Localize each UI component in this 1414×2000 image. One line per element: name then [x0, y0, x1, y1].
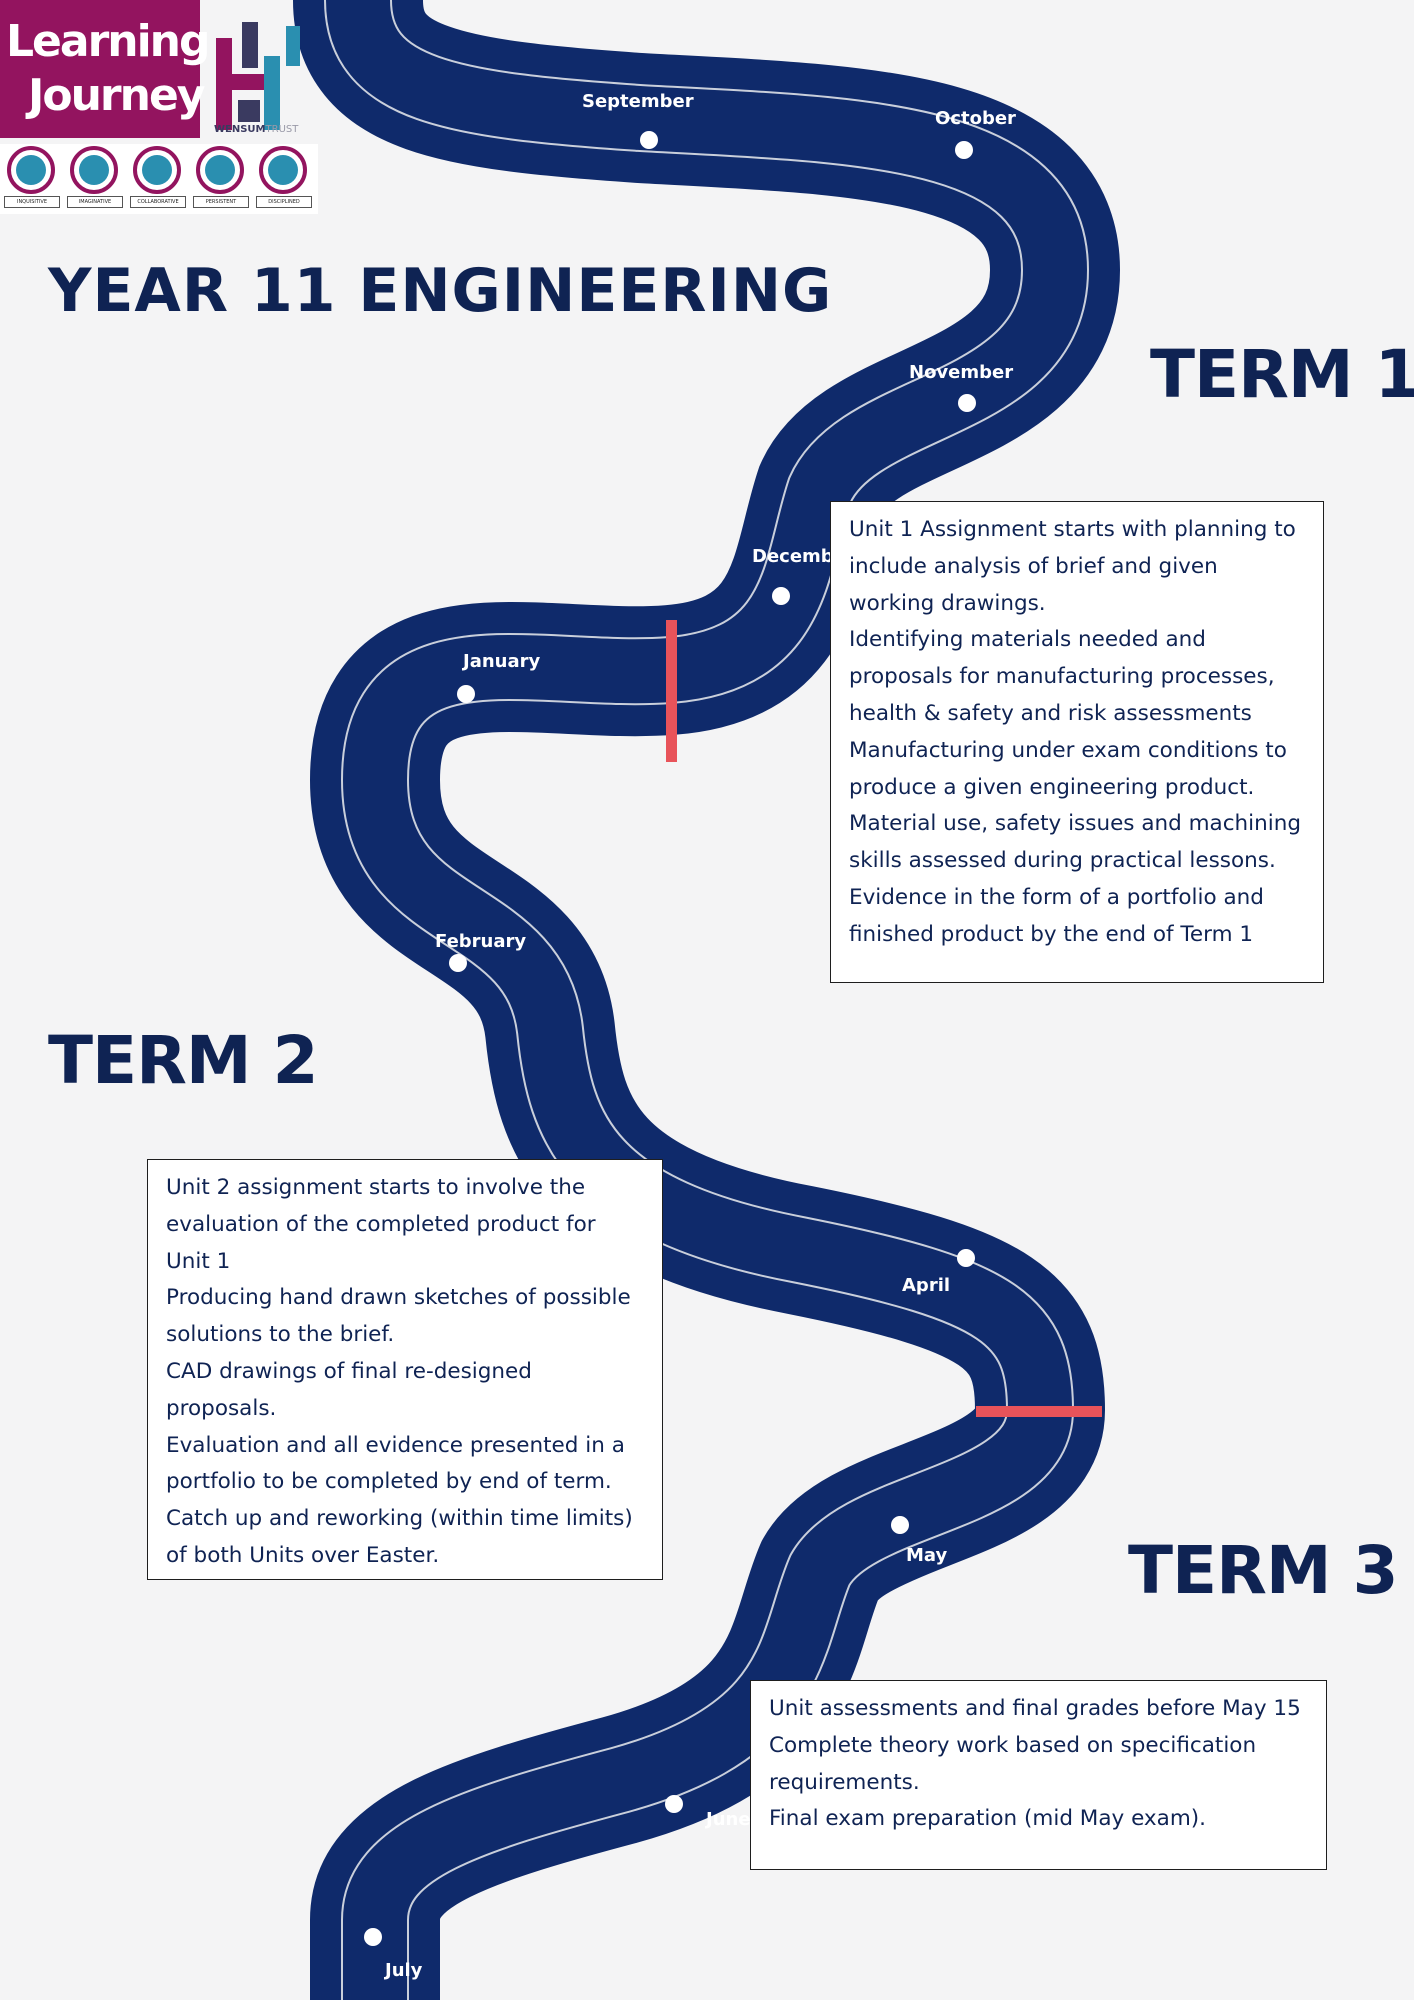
term-2-line: Unit 2 assignment starts to involve the …	[166, 1175, 596, 1274]
term-1-line: Manufacturing under exam conditions to p…	[849, 737, 1287, 800]
learning-journey-logo: Learning Journey	[0, 0, 210, 138]
term-1-line: Evidence in the form of a portfolio and …	[849, 884, 1264, 947]
persistent-icon: PERSISTENT	[193, 146, 251, 212]
term-1-line: Identifying materials needed and proposa…	[849, 627, 1275, 726]
term-2-divider	[976, 1406, 1102, 1417]
term-3-info-box: Unit assessments and final grades before…	[750, 1680, 1327, 1870]
month-label-january: January	[461, 651, 540, 672]
month-dot-october	[955, 141, 973, 159]
month-dot-july	[364, 1928, 382, 1946]
imaginative-icon: IMAGINATIVE	[67, 146, 125, 212]
month-dot-february	[449, 954, 467, 972]
logo-line-1: Learning	[6, 16, 210, 67]
month-label-december: December	[752, 546, 855, 567]
month-label-november: November	[909, 362, 1013, 383]
month-label-april: April	[902, 1275, 950, 1296]
month-label-july: July	[383, 1960, 423, 1981]
month-dot-june	[665, 1795, 683, 1813]
term-3-heading: TERM 3	[1128, 1532, 1399, 1609]
term-2-heading: TERM 2	[48, 1022, 319, 1099]
month-dot-november	[958, 394, 976, 412]
collaborative-icon: COLLABORATIVE	[130, 146, 188, 212]
trust-logo-icon	[216, 22, 300, 130]
month-label-october: October	[935, 108, 1016, 129]
month-label-september: September	[582, 91, 694, 112]
term-1-info-box: Unit 1 Assignment starts with planning t…	[830, 501, 1324, 983]
month-dot-december	[772, 587, 790, 605]
logo-line-2: Journey	[28, 70, 205, 121]
term-2-line: Catch up and reworking (within time limi…	[166, 1506, 633, 1568]
month-label-june: June	[704, 1809, 751, 1830]
inquisitive-icon: INQUISITIVE	[4, 146, 62, 212]
term-2-info-box: Unit 2 assignment starts to involve the …	[147, 1159, 663, 1580]
term-3-line: Unit assessments and final grades before…	[769, 1696, 1301, 1721]
term-1-line: Unit 1 Assignment starts with planning t…	[849, 517, 1296, 616]
term-1-divider	[666, 620, 677, 762]
term-2-line: Evaluation and all evidence presented in…	[166, 1432, 625, 1495]
term-2-line: Producing hand drawn sketches of possibl…	[166, 1285, 631, 1348]
month-markers	[364, 131, 976, 1946]
month-dot-january	[457, 685, 475, 703]
page-title: YEAR 11 ENGINEERING	[48, 256, 833, 326]
disciplined-icon: DISCIPLINED	[256, 146, 314, 212]
trust-name: WENSUMTRUST	[214, 124, 299, 135]
term-3-line: Final exam preparation (mid May exam).	[769, 1806, 1206, 1832]
month-label-february: February	[435, 931, 526, 952]
month-dot-may	[891, 1516, 909, 1534]
month-dot-april	[957, 1249, 975, 1267]
term-1-heading: TERM 1	[1150, 336, 1414, 413]
school-values-row: INQUISITIVE IMAGINATIVE COLLABORATIVE PE…	[0, 144, 318, 214]
term-3-line: Complete theory work based on specificat…	[769, 1732, 1257, 1795]
term-2-line: CAD drawings of final re-designed propos…	[166, 1358, 532, 1421]
term-1-line: Material use, safety issues and machinin…	[849, 811, 1302, 874]
month-label-may: May	[906, 1545, 948, 1566]
month-dot-september	[640, 131, 658, 149]
